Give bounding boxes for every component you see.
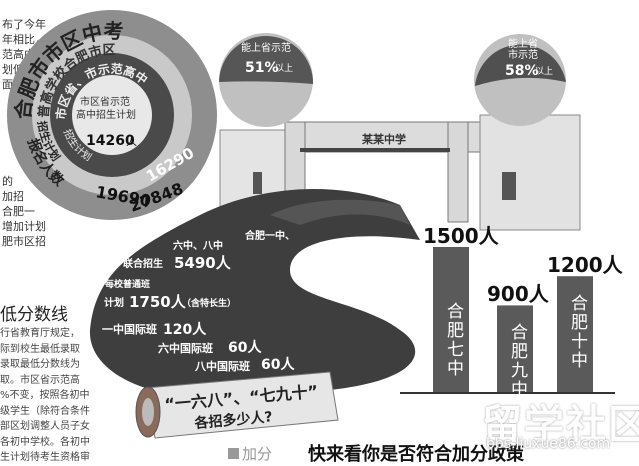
road-line7-prefix: 六中国际班 <box>158 341 213 355</box>
bar-value-label: 1500人 <box>423 224 499 248</box>
bar <box>557 276 593 393</box>
text-line: 录取最低分数线为 <box>0 359 80 370</box>
road-line3-prefix: 联合招生 <box>123 257 163 270</box>
road <box>89 188 420 395</box>
road-line5-value: 1750人 <box>129 293 187 311</box>
text-line: 增加计划 <box>2 220 46 233</box>
pie-1-label: 能上省示范 <box>241 41 291 54</box>
road-line7-value: 60人 <box>228 339 262 356</box>
footer-section-label: 加分 <box>242 445 273 463</box>
scroll-line2: 各招多少人? <box>193 408 273 432</box>
center-unit: 人 <box>126 135 137 148</box>
watermark-url: bbs.liuxue86.com <box>486 436 611 452</box>
pie-1: 能上省示范 51% 以上 <box>219 33 314 127</box>
text-line: %不变，按照各初中 <box>0 390 90 401</box>
footer-section: 加分 <box>228 443 272 464</box>
scroll-banner: “一六八”、“七九十” 各招多少人? <box>135 371 339 439</box>
road-line8-prefix: 八中国际班 <box>194 359 250 373</box>
text-line: 各初中学校。各初中 <box>0 436 90 448</box>
text-line: 生计划待考生资格审 <box>0 452 90 463</box>
bar-category-label: 合肥七中 <box>443 302 463 378</box>
bar <box>497 305 533 393</box>
text-line: 级学生（除符合条件 <box>0 405 90 417</box>
text-line: 布了今年 <box>2 18 46 31</box>
road-line2: 六中、八中 <box>173 239 223 252</box>
pie-2: 能上省 市示范 58% 以上 <box>474 34 566 126</box>
enrollment-circle: 合肥市市区中考 普高学校合肥市区 市区省、市示范高中 报名人数 招生计划 招生计… <box>7 10 217 220</box>
road-line5-note: （含特长生） <box>182 297 236 309</box>
text-line: 际到校生最低录取 <box>0 343 80 355</box>
bar-chart <box>433 247 593 393</box>
pie-2-label-line2: 市示范 <box>508 48 538 61</box>
pie-2-value: 58% <box>505 63 539 79</box>
bar-value-label: 900人 <box>487 282 549 307</box>
bar-category-label: 合肥九中 <box>507 323 527 400</box>
text-line: 部区划调整人员子女 <box>0 421 90 432</box>
text-line: 的 <box>2 175 13 188</box>
road-line6-prefix: 一中国际班 <box>102 322 157 336</box>
road-line1: 合肥一中、 <box>244 229 295 242</box>
bar-category-label: 合肥十中 <box>567 294 587 371</box>
bar <box>433 247 469 393</box>
pie-2-suffix: 以上 <box>535 66 553 77</box>
text-line: 合肥一 <box>2 205 35 218</box>
road-line3-value: 5490人 <box>174 254 232 272</box>
center-value: 14260 <box>86 133 135 149</box>
text-line: 加招 <box>2 190 24 203</box>
pie-2-label-line1: 能上省 <box>508 37 538 50</box>
text-line: 取。市区省示范高 <box>0 374 80 386</box>
road-line8-value: 60人 <box>261 356 295 373</box>
section-heading: 低分数线 <box>0 305 68 325</box>
text-line: 面 <box>2 78 13 91</box>
pie-1-value: 51% <box>245 60 279 76</box>
center-line1: 市区省示范 <box>80 95 130 108</box>
square-bullet-icon <box>228 448 239 459</box>
text-line: 行省教育厅规定， <box>0 328 80 339</box>
gate-sign: 某某中学 <box>361 132 406 146</box>
bar-value-label: 1200人 <box>547 253 623 278</box>
center-line2: 高中招生计划 <box>76 108 136 121</box>
text-line: 肥市区招 <box>2 235 46 248</box>
paragraph: 行省教育厅规定， 际到校生最低录取 录取最低分数线为 取。市区省示范高 %不变，… <box>0 326 90 466</box>
road-line6-value: 120人 <box>163 321 207 338</box>
road-text: 合肥一中、 六中、八中 联合招生 5490人 每校普通班 计划 1750人 （含… <box>102 229 295 373</box>
road-line5-prefix: 计划 <box>104 296 124 309</box>
pie-1-suffix: 以上 <box>275 63 293 74</box>
watermark-logo: 留学社区 <box>482 402 639 448</box>
road-line4: 每校普通班 <box>105 278 150 290</box>
